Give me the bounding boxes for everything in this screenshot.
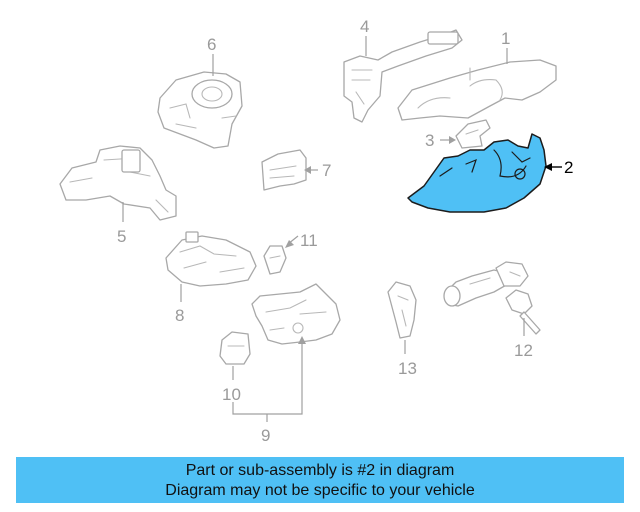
banner-line-2: Diagram may not be specific to your vehi… (165, 482, 475, 499)
callout-5: 5 (117, 227, 126, 246)
parts-diagram: 1 4 6 3 2 5 (59, 17, 573, 445)
info-banner: Part or sub-assembly is #2 in diagram Di… (16, 457, 624, 503)
part-5-combination-switch (59, 145, 177, 221)
callout-13: 13 (398, 359, 417, 378)
part-6-clock-spring (157, 71, 243, 149)
part-12-lock-cylinder-key (443, 261, 541, 335)
banner-line-1: Part or sub-assembly is #2 in diagram (185, 462, 455, 479)
part-3-clip (455, 119, 491, 149)
callout-3: 3 (425, 131, 434, 150)
callout-10: 10 (222, 385, 241, 404)
callout-12: 12 (514, 341, 533, 360)
callout-7: 7 (322, 161, 331, 180)
part-9-lock-housing (251, 283, 341, 345)
callout-8: 8 (175, 306, 184, 325)
part-2-lower-shroud (407, 133, 547, 213)
callout-11: 11 (300, 231, 318, 250)
callout-4: 4 (360, 17, 369, 36)
callout-9: 9 (261, 426, 270, 445)
part-10-switch (219, 331, 251, 365)
callout-2: 2 (564, 158, 573, 177)
part-7-bracket (261, 149, 307, 191)
part-1-upper-shroud (397, 59, 557, 121)
callout-1: 1 (501, 29, 510, 48)
part-11-fastener (263, 245, 287, 275)
callout-6: 6 (207, 35, 216, 54)
part-4-switch-stalk (343, 29, 463, 123)
part-8-control-module (165, 231, 257, 287)
part-13-lever (387, 281, 417, 339)
